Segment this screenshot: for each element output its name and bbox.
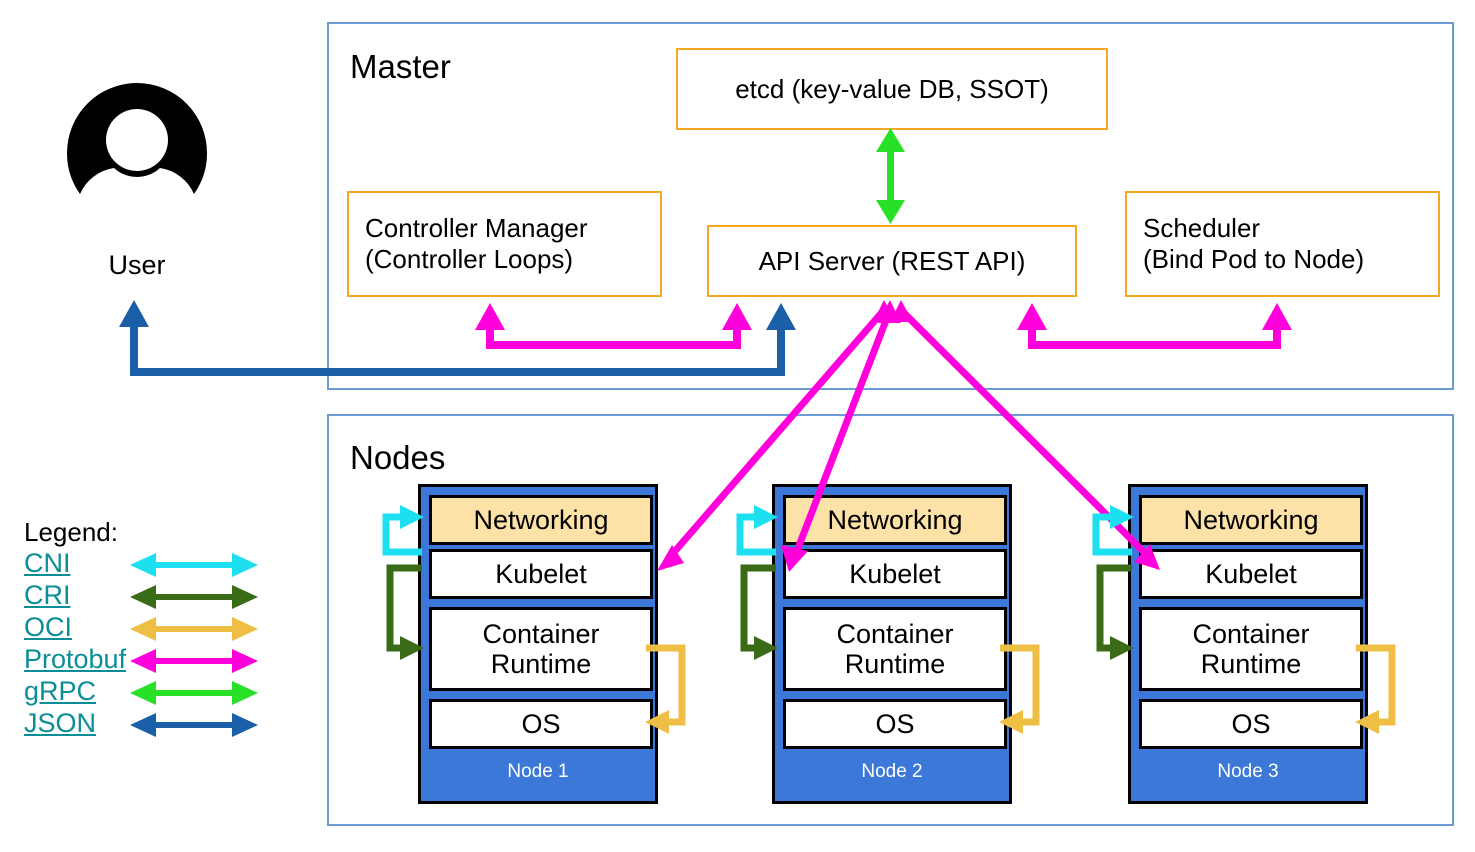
legend-row-oci: OCI xyxy=(24,612,279,645)
etcd-label: etcd (key-value DB, SSOT) xyxy=(735,73,1049,104)
node-2-container-runtime-row[interactable]: Container Runtime xyxy=(783,607,1007,691)
container-runtime-label: Container Runtime xyxy=(836,618,954,679)
node-3-networking-row[interactable]: Networking xyxy=(1139,495,1363,545)
kubelet-label: Kubelet xyxy=(495,558,587,589)
node-2-name: Node 2 xyxy=(861,761,923,782)
legend-row-protobuf: Protobuf xyxy=(24,644,279,677)
legend-label-protobuf[interactable]: Protobuf xyxy=(24,644,127,675)
protobuf-arrow-icon xyxy=(130,648,258,674)
node-1-name: Node 1 xyxy=(507,761,569,782)
api-server-box[interactable]: API Server (REST API) xyxy=(707,225,1077,297)
os-label: OS xyxy=(1231,708,1271,739)
node-card-1[interactable]: Networking Kubelet Container Runtime OS … xyxy=(418,484,658,804)
node-1-kubelet-row[interactable]: Kubelet xyxy=(429,549,653,599)
cni-arrow-icon xyxy=(130,552,258,578)
networking-label: Networking xyxy=(827,504,963,535)
nodes-group-title: Nodes xyxy=(350,439,446,476)
user-label: User xyxy=(108,250,166,280)
kubelet-label: Kubelet xyxy=(849,558,941,589)
os-label: OS xyxy=(521,708,561,739)
networking-label: Networking xyxy=(473,504,609,535)
node-1-container-runtime-row[interactable]: Container Runtime xyxy=(429,607,653,691)
legend-row-grpc: gRPC xyxy=(24,676,279,709)
user-avatar-icon xyxy=(62,78,212,228)
legend-row-json: JSON xyxy=(24,708,279,741)
os-label: OS xyxy=(875,708,915,739)
oci-arrow-icon xyxy=(130,616,258,642)
api-server-label: API Server (REST API) xyxy=(758,245,1026,276)
controller-manager-label: Controller Manager (Controller Loops) xyxy=(365,213,588,274)
node-1-os-row[interactable]: OS xyxy=(429,699,653,749)
controller-manager-box[interactable]: Controller Manager (Controller Loops) xyxy=(347,191,662,297)
legend-label-oci[interactable]: OCI xyxy=(24,612,73,643)
node-2-kubelet-row[interactable]: Kubelet xyxy=(783,549,1007,599)
scheduler-label: Scheduler (Bind Pod to Node) xyxy=(1143,213,1365,274)
kubelet-label: Kubelet xyxy=(1205,558,1297,589)
cri-arrow-icon xyxy=(130,584,258,610)
legend-label-cni[interactable]: CNI xyxy=(24,548,71,579)
container-runtime-label: Container Runtime xyxy=(1192,618,1310,679)
networking-label: Networking xyxy=(1183,504,1319,535)
legend-row-cni: CNI xyxy=(24,548,279,581)
scheduler-box[interactable]: Scheduler (Bind Pod to Node) xyxy=(1125,191,1440,297)
node-card-3[interactable]: Networking Kubelet Container Runtime OS … xyxy=(1128,484,1368,804)
node-2-os-row[interactable]: OS xyxy=(783,699,1007,749)
master-group-title: Master xyxy=(350,48,451,85)
node-1-networking-row[interactable]: Networking xyxy=(429,495,653,545)
node-3-name: Node 3 xyxy=(1217,761,1279,782)
node-2-networking-row[interactable]: Networking xyxy=(783,495,1007,545)
legend-label-cri[interactable]: CRI xyxy=(24,580,71,611)
etcd-box[interactable]: etcd (key-value DB, SSOT) xyxy=(676,48,1108,130)
node-3-os-row[interactable]: OS xyxy=(1139,699,1363,749)
node-3-kubelet-row[interactable]: Kubelet xyxy=(1139,549,1363,599)
legend-label-grpc[interactable]: gRPC xyxy=(24,676,97,707)
node-3-container-runtime-row[interactable]: Container Runtime xyxy=(1139,607,1363,691)
legend-heading: Legend: xyxy=(24,517,118,547)
grpc-arrow-icon xyxy=(130,680,258,706)
json-arrow-icon xyxy=(130,712,258,738)
container-runtime-label: Container Runtime xyxy=(482,618,600,679)
legend-label-json[interactable]: JSON xyxy=(24,708,97,739)
node-card-2[interactable]: Networking Kubelet Container Runtime OS … xyxy=(772,484,1012,804)
legend: Legend: CNI CRI OCI xyxy=(24,517,279,741)
legend-row-cri: CRI xyxy=(24,580,279,613)
